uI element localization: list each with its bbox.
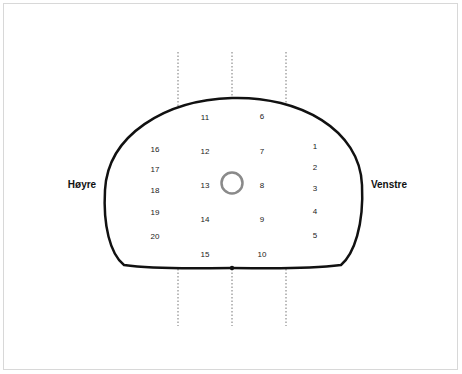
outline-dot <box>230 266 234 270</box>
zone-number: 1 <box>313 143 317 151</box>
urethra-circle <box>222 173 243 194</box>
zone-number: 15 <box>201 251 210 259</box>
prostate-outline <box>105 98 363 268</box>
side-label: Venstre <box>371 180 407 190</box>
zone-number: 2 <box>313 164 317 172</box>
zone-number: 9 <box>260 216 264 224</box>
zone-number: 10 <box>258 251 267 259</box>
zone-number: 18 <box>151 187 160 195</box>
zone-number: 14 <box>201 216 210 224</box>
zone-number: 16 <box>151 146 160 154</box>
zone-number: 8 <box>260 182 264 190</box>
zone-number: 7 <box>260 148 264 156</box>
frame-border <box>4 4 458 370</box>
zone-number: 4 <box>313 208 317 216</box>
zone-number: 5 <box>313 232 317 240</box>
zone-number: 17 <box>151 166 160 174</box>
zone-number: 11 <box>201 114 209 122</box>
zone-number: 12 <box>201 148 210 156</box>
zone-number: 13 <box>201 182 210 190</box>
zone-number: 3 <box>313 185 317 193</box>
zone-number: 6 <box>260 113 264 121</box>
zone-number: 19 <box>151 209 160 217</box>
zone-number: 20 <box>151 233 160 241</box>
side-label: Høyre <box>68 180 96 190</box>
